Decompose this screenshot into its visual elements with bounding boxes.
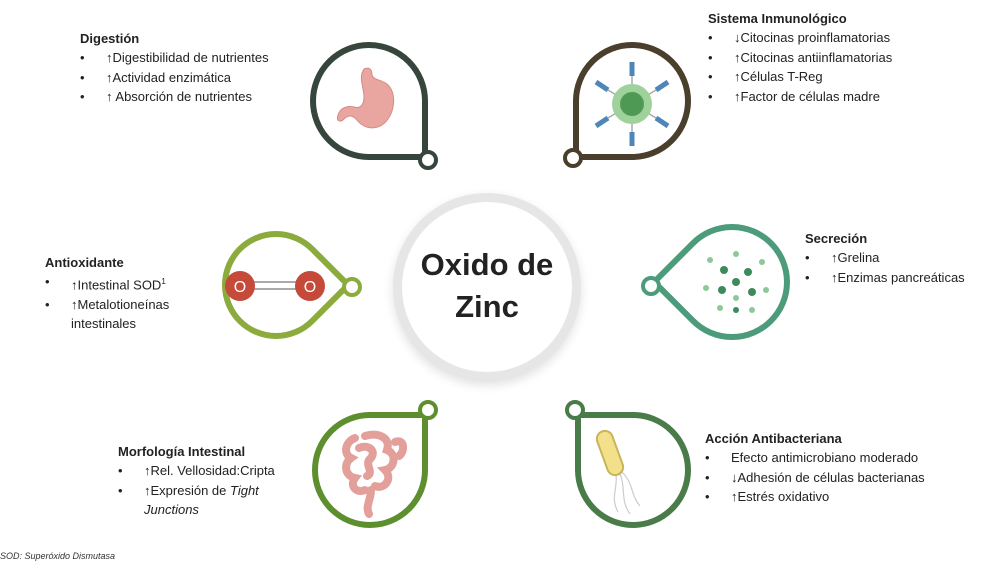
antibacterial-block: Acción Antibacteriana Efecto antimicrobi… <box>705 429 925 507</box>
center-title-line2: Zinc <box>455 289 519 324</box>
antibacterial-connector <box>565 400 585 420</box>
secretion-connector <box>641 276 661 296</box>
secretion-title: Secreción <box>805 231 868 246</box>
antioxidant-item-text: ↑Intestinal SOD <box>71 277 162 293</box>
footnote: SOD: Superóxido Dismutasa <box>0 551 116 561</box>
secretion-item: ↑Grelina <box>805 248 965 268</box>
antibacterial-droplet <box>575 412 691 528</box>
digestion-item: ↑Digestibilidad de nutrientes <box>80 48 269 68</box>
immune-block: Sistema Inmunológico ↓Citocinas proinfla… <box>708 9 892 106</box>
immune-title: Sistema Inmunológico <box>708 11 847 26</box>
secretion-item: ↑Enzimas pancreáticas <box>805 268 965 288</box>
morphology-block: Morfología Intestinal ↑Rel. Vellosidad:C… <box>118 442 294 520</box>
morphology-item-italic: Tight Junctions <box>144 482 259 518</box>
digestion-connector <box>418 150 438 170</box>
digestion-item: ↑ Absorción de nutrientes <box>80 87 269 107</box>
immune-item: ↑Factor de células madre <box>708 87 892 107</box>
morphology-connector <box>418 400 438 420</box>
morphology-item-text: ↑Expresión de <box>144 482 230 498</box>
antioxidant-item: ↑Metalotioneínas intestinales <box>45 295 191 334</box>
digestion-droplet <box>310 42 428 160</box>
antioxidant-item-text: ↑Metalotioneínas intestinales <box>71 296 170 332</box>
digestion-block: Digestión ↑Digestibilidad de nutrientes … <box>80 29 269 107</box>
antioxidant-connector <box>342 277 362 297</box>
center-title-line1: Oxido de <box>420 247 554 282</box>
digestion-title: Digestión <box>80 31 140 46</box>
digestion-item: ↑Actividad enzimática <box>80 68 269 88</box>
antioxidant-item: ↑Intestinal SOD1 <box>45 272 191 295</box>
morphology-item: ↑Expresión de Tight Junctions <box>118 481 294 520</box>
center-circle: Oxido de Zinc <box>402 202 572 372</box>
immune-item: ↑Células T-Reg <box>708 67 892 87</box>
antibacterial-item: ↓Adhesión de células bacterianas <box>705 468 925 488</box>
bacterium-icon <box>595 429 641 515</box>
intestine-icon <box>342 430 408 518</box>
o2-molecule-icon: O O <box>225 271 325 301</box>
immune-item: ↑Citocinas antiinflamatorias <box>708 48 892 68</box>
antibacterial-item: ↑Estrés oxidativo <box>705 487 925 507</box>
oxygen-atom-label: O <box>234 279 246 296</box>
oxygen-atom-label: O <box>304 279 316 296</box>
morphology-title: Morfología Intestinal <box>118 444 246 459</box>
immune-cell-icon <box>594 62 670 146</box>
immune-item: ↓Citocinas proinflamatorias <box>708 28 892 48</box>
footnote-marker: 1 <box>161 277 166 286</box>
stomach-icon <box>337 67 395 129</box>
morphology-item: ↑Rel. Vellosidad:Cripta <box>118 461 294 481</box>
antioxidant-title: Antioxidante <box>45 255 124 270</box>
immune-connector <box>563 148 583 168</box>
antibacterial-title: Acción Antibacteriana <box>705 431 842 446</box>
secretion-block: Secreción ↑Grelina ↑Enzimas pancreáticas <box>805 229 965 287</box>
antioxidant-block: Antioxidante ↑Intestinal SOD1 ↑Metalotio… <box>45 253 191 334</box>
antibacterial-item: Efecto antimicrobiano moderado <box>705 448 925 468</box>
granules-icon <box>703 251 769 313</box>
